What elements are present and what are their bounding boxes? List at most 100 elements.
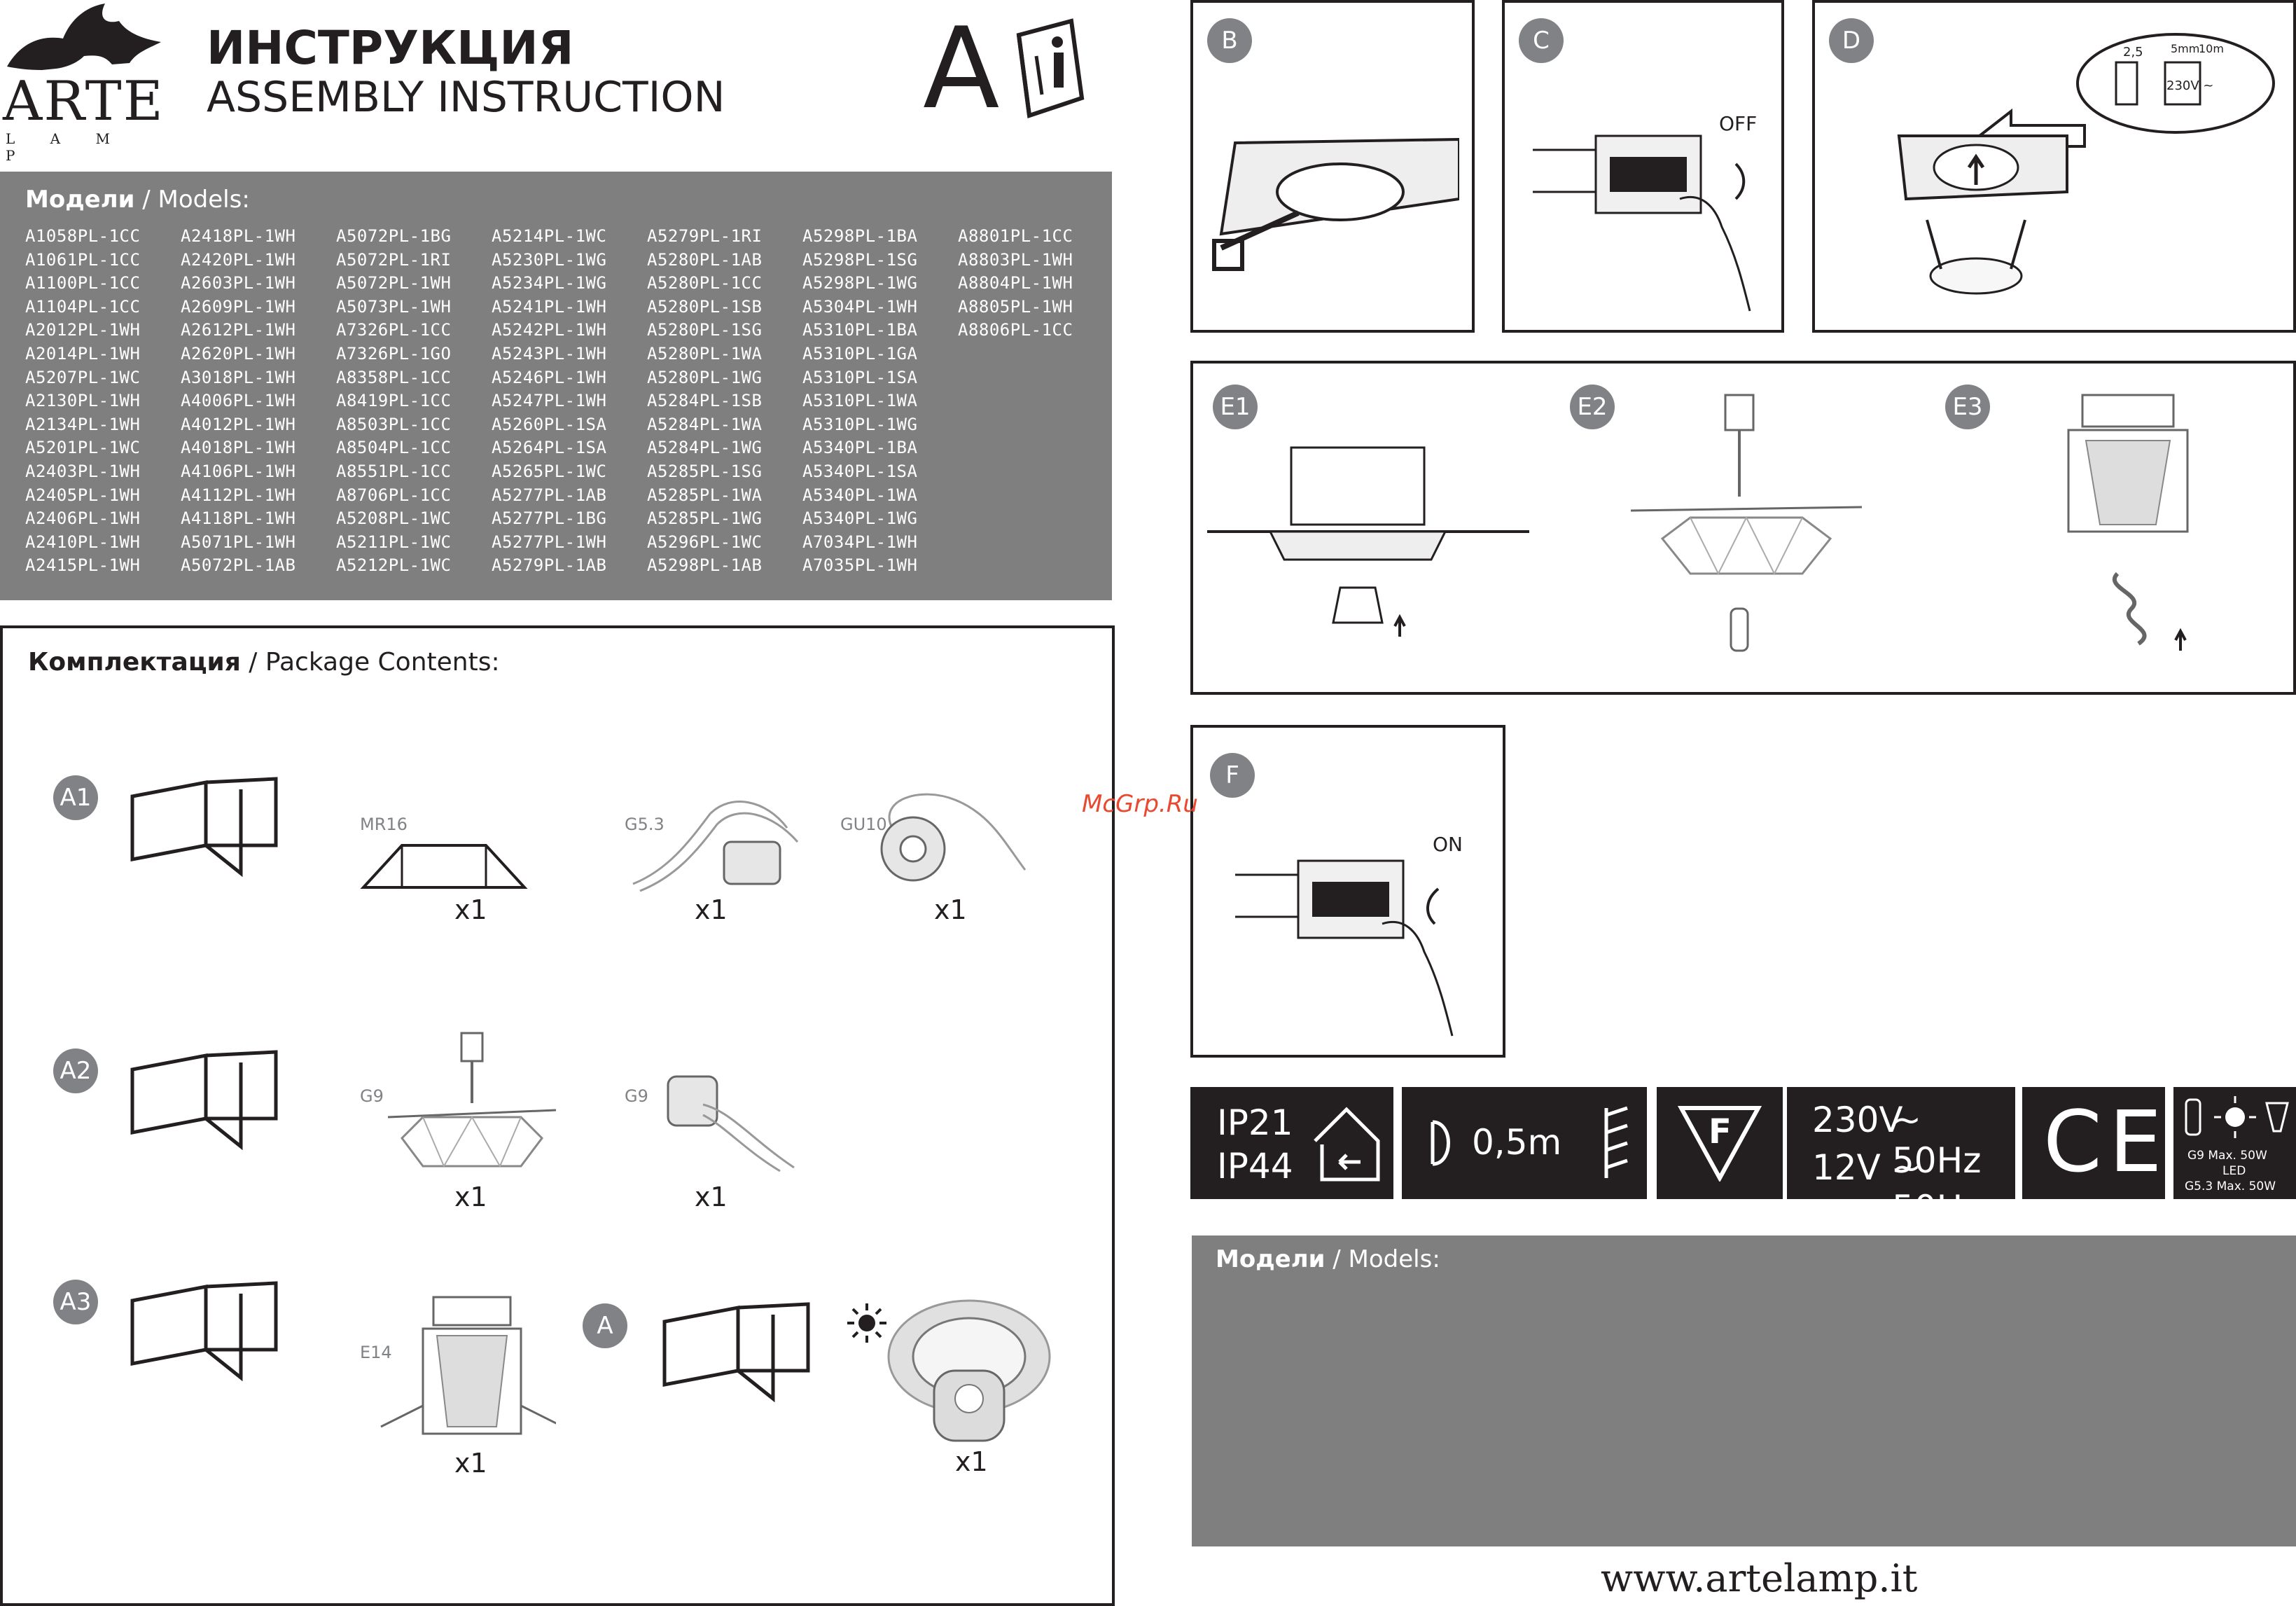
- model-code: A5071PL-1WH: [181, 532, 296, 552]
- bulb-types-symbol: G9 Max. 50W LED G5.3 Max. 50W: [2173, 1087, 2296, 1199]
- model-code: A5280PL-1WA: [647, 343, 763, 364]
- model-code: A5277PL-1WH: [492, 532, 607, 552]
- caption-mr16: MR16: [360, 815, 408, 834]
- led-crystal-fixture-icon: [887, 1299, 1051, 1442]
- model-code: A8551PL-1CC: [336, 461, 452, 481]
- caption-g9-socket: G9: [625, 1086, 648, 1106]
- model-code: A5277PL-1AB: [492, 485, 607, 505]
- on-label: ON: [1433, 833, 1463, 856]
- qty-g53: x1: [695, 894, 728, 925]
- model-code: A2612PL-1WH: [181, 320, 296, 340]
- qty-g9-socket: x1: [695, 1182, 728, 1212]
- instruction-badge-letter: A: [923, 3, 1000, 134]
- e3-e14-install-icon: [2067, 394, 2189, 651]
- model-code: A5340PL-1WG: [802, 508, 918, 529]
- step-f-panel: F ON: [1190, 725, 1505, 1058]
- model-code: A5310PL-1BA: [802, 320, 918, 340]
- model-code: A8805PL-1WH: [958, 296, 1073, 317]
- model-code: A5230PL-1WG: [492, 249, 607, 270]
- e14-fixture-icon: [380, 1296, 556, 1435]
- model-code: A5277PL-1BG: [492, 508, 607, 529]
- mr16-frame-icon: [360, 844, 528, 889]
- model-code: A5310PL-1SA: [802, 367, 918, 387]
- model-code: A5310PL-1WA: [802, 391, 918, 411]
- models-column-6: A5298PL-1BA A5298PL-1SG A5298PL-1WG A5304PL…: [802, 225, 958, 578]
- step-b-label: B: [1207, 18, 1252, 63]
- step-c-label: C: [1519, 18, 1564, 63]
- model-code: A5247PL-1WH: [492, 391, 607, 411]
- model-code: A5284PL-1SB: [647, 391, 763, 411]
- qty-e14: x1: [454, 1448, 487, 1479]
- caption-e14: E14: [360, 1343, 392, 1362]
- step-e2-label: E2: [1570, 385, 1615, 429]
- model-code: A5280PL-1WG: [647, 367, 763, 387]
- package-row-a-label: A: [583, 1303, 627, 1348]
- triangle-f-icon: [1678, 1106, 1762, 1182]
- website-link[interactable]: www.artelamp.it: [1601, 1556, 1918, 1600]
- brand-name: ARTE: [3, 70, 165, 133]
- model-code: A2620PL-1WH: [181, 343, 296, 364]
- title-en: ASSEMBLY INSTRUCTION: [207, 73, 725, 122]
- model-code: A8706PL-1CC: [336, 485, 452, 505]
- wiring-detail-icon: [2076, 33, 2275, 134]
- model-code: A2415PL-1WH: [25, 555, 141, 576]
- watermark: McGrp.Ru: [1082, 790, 1198, 818]
- caption-g53: G5.3: [625, 815, 665, 834]
- model-code: A5207PL-1WC: [25, 367, 141, 387]
- step-f-label: F: [1210, 753, 1255, 798]
- model-code: A5285PL-1SG: [647, 461, 763, 481]
- model-code: A5298PL-1AB: [647, 555, 763, 576]
- model-code: A5298PL-1WG: [802, 273, 918, 293]
- dim-5mm: 5mm: [2171, 42, 2200, 55]
- model-code: A5310PL-1WG: [802, 414, 918, 434]
- model-code: A7034PL-1WH: [802, 532, 918, 552]
- model-code: A7035PL-1WH: [802, 555, 918, 576]
- model-code: A2406PL-1WH: [25, 508, 141, 529]
- model-code: A2410PL-1WH: [25, 532, 141, 552]
- model-code: A1061PL-1CC: [25, 249, 141, 270]
- model-code: A4018PL-1WH: [181, 438, 296, 458]
- model-code: A5265PL-1WC: [492, 461, 607, 481]
- model-code: A5246PL-1WH: [492, 367, 607, 387]
- f-mark-symbol: F: [1657, 1087, 1783, 1199]
- ip-rating-symbol: IP21 IP44: [1190, 1087, 1393, 1199]
- models-title-en: Models:: [158, 186, 250, 214]
- model-code: A5298PL-1SG: [802, 249, 918, 270]
- model-code: A5304PL-1WH: [802, 296, 918, 317]
- qty-g9-fixture: x1: [454, 1182, 487, 1212]
- model-code: A5285PL-1WG: [647, 508, 763, 529]
- step-d-panel: D 2,5 5mm 10m 230V ~: [1812, 0, 2296, 333]
- model-code: A5211PL-1WC: [336, 532, 452, 552]
- dim-230v: 230V ~: [2166, 78, 2214, 93]
- package-contents-box: Комплектация / Package Contents: A1 MR16…: [0, 625, 1115, 1606]
- model-code: A7326PL-1CC: [336, 320, 452, 340]
- model-code: A5243PL-1WH: [492, 343, 607, 364]
- model-code: A5340PL-1SA: [802, 461, 918, 481]
- qty-led: x1: [955, 1446, 988, 1477]
- distance-symbol: 0,5m: [1402, 1087, 1647, 1199]
- model-code: A2420PL-1WH: [181, 249, 296, 270]
- model-code: A5340PL-1BA: [802, 438, 918, 458]
- model-code: A1058PL-1CC: [25, 226, 141, 246]
- caption-gu10: GU10: [840, 815, 887, 834]
- model-code: A5280PL-1SB: [647, 296, 763, 317]
- model-code: A8806PL-1CC: [958, 320, 1073, 340]
- manual-book-icon: [1016, 18, 1085, 118]
- model-code: A2603PL-1WH: [181, 273, 296, 293]
- e1-mr16-install-icon: [1207, 446, 1529, 637]
- step-e3-label: E3: [1945, 385, 1990, 429]
- ce-symbol: CE: [2022, 1087, 2165, 1199]
- switch-off-hand-icon: [1533, 134, 1751, 312]
- package-row-a2-label: A2: [53, 1048, 98, 1093]
- dim-25: 2,5: [2123, 45, 2143, 60]
- step-b-panel: B: [1190, 0, 1475, 333]
- model-code: A5298PL-1BA: [802, 226, 918, 246]
- g53-socket-icon: [632, 801, 799, 892]
- title-ru: ИНСТРУКЦИЯ: [207, 21, 574, 75]
